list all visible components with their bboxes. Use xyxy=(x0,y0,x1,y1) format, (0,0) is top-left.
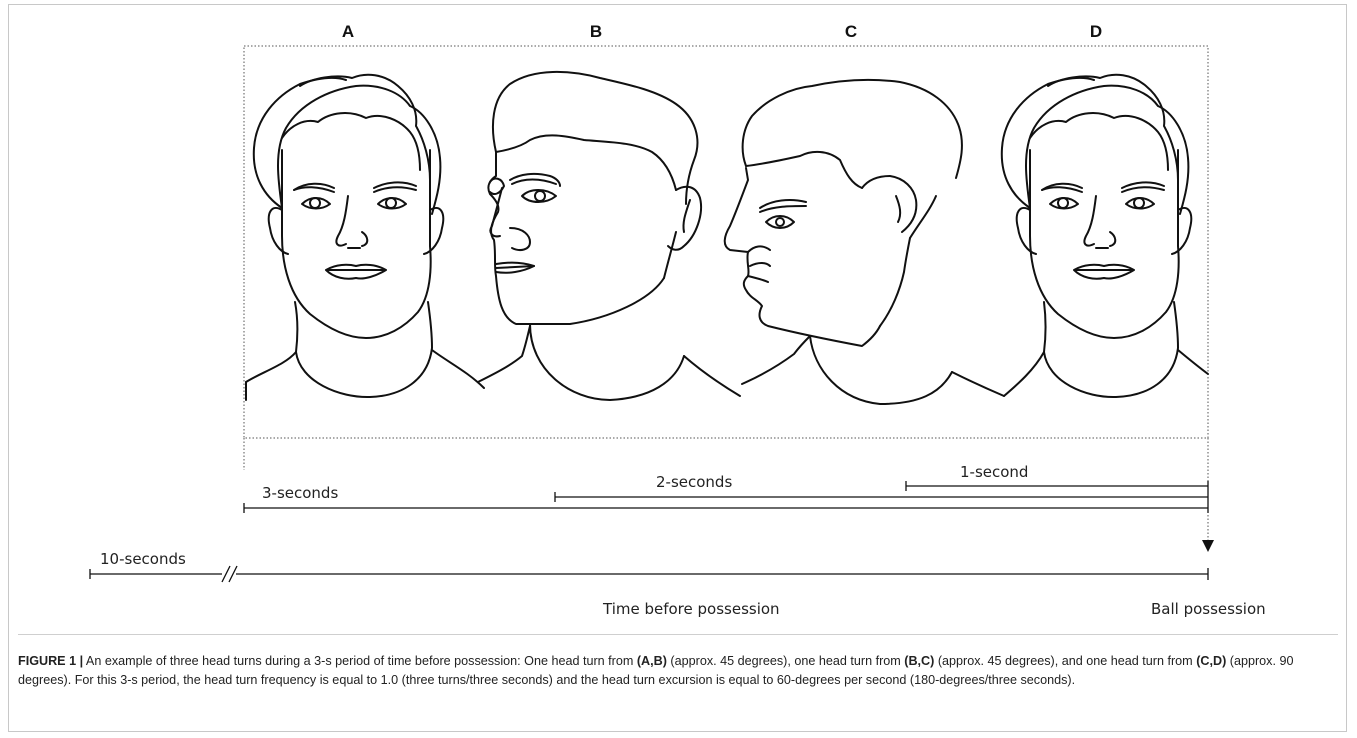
head-turn-illustration xyxy=(0,0,1357,640)
face-b-three-quarter xyxy=(478,72,740,400)
label-ball-possession: Ball possession xyxy=(1151,600,1266,618)
face-a-frontal xyxy=(246,75,484,400)
label-one-second: 1-second xyxy=(960,463,1028,481)
label-ten-seconds: 10-seconds xyxy=(100,550,186,568)
caption-text-3: (approx. 45 degrees), and one head turn … xyxy=(934,654,1196,668)
caption-text-1: An example of three head turns during a … xyxy=(83,654,637,668)
face-c-profile xyxy=(725,80,1004,404)
figure-caption: FIGURE 1 | An example of three head turn… xyxy=(18,652,1338,690)
caption-ref-ab: (A,B) xyxy=(637,654,667,668)
caption-ref-bc: (B,C) xyxy=(904,654,934,668)
label-two-seconds: 2-seconds xyxy=(656,473,732,491)
caption-ref-cd: (C,D) xyxy=(1196,654,1226,668)
label-time-before-possession: Time before possession xyxy=(603,600,780,618)
possession-arrow-icon xyxy=(1202,540,1214,552)
label-three-seconds: 3-seconds xyxy=(262,484,338,502)
caption-divider xyxy=(18,634,1338,635)
caption-text-2: (approx. 45 degrees), one head turn from xyxy=(667,654,904,668)
timeline xyxy=(90,481,1208,582)
caption-title: FIGURE 1 | xyxy=(18,654,83,668)
face-d-frontal xyxy=(1002,75,1208,397)
dotted-frame xyxy=(244,46,1208,438)
